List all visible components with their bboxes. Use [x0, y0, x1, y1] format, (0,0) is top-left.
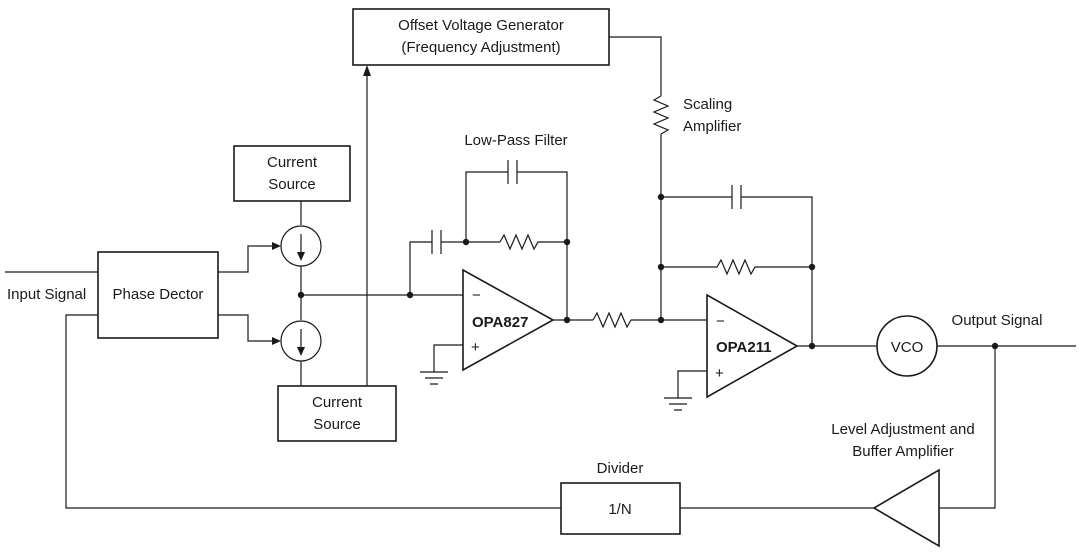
junction-dot — [406, 291, 414, 299]
junction-dot — [808, 263, 816, 271]
lpf-feedback-top-wire — [465, 171, 508, 242]
phase-detector-label: Phase Dector — [113, 286, 204, 303]
divider-to-phase-detector-wire — [65, 314, 561, 509]
lpf-series-capacitor — [431, 230, 442, 254]
junction-dot — [563, 316, 571, 324]
opa827-noninverting-sign: + — [471, 339, 480, 356]
opa827-ground-wire — [433, 344, 463, 372]
junction-dot — [657, 316, 665, 324]
current-source-bottom-line2: Source — [313, 416, 361, 433]
divider-ratio-label: 1/N — [608, 501, 631, 518]
offset-output-wire — [609, 36, 662, 96]
pd-down-wire — [218, 314, 274, 342]
divider-label: Divider — [597, 460, 644, 477]
opa211-feedback-capacitor — [731, 185, 742, 209]
pd-up-wire — [218, 245, 274, 273]
offset-control-arrow — [363, 65, 371, 76]
scaling-label-line2: Amplifier — [683, 118, 741, 135]
opa211-inverting-sign: − — [716, 313, 725, 330]
divider-block: 1/N — [560, 482, 681, 535]
vco-label: VCO — [891, 339, 924, 356]
level-adjust-label-line2: Buffer Amplifier — [852, 443, 953, 460]
current-source-top-line2: Source — [268, 176, 316, 193]
vco-block: VCO — [876, 315, 938, 377]
buffer-amplifier — [872, 468, 940, 548]
junction-dot — [297, 291, 305, 299]
current-source-symbol-bottom — [280, 295, 322, 386]
opa827-label: OPA827 — [472, 314, 528, 331]
opa827-inverting-sign: − — [472, 287, 481, 304]
output-signal-label: Output Signal — [952, 312, 1043, 329]
opa211-noninverting-sign: + — [715, 365, 724, 382]
level-adjust-label-line1: Level Adjustment and — [831, 421, 974, 438]
current-source-symbol-top — [280, 201, 322, 295]
opa211-feedback-resistor — [661, 258, 812, 276]
pd-up-arrow — [272, 242, 281, 250]
offset-generator-label-line2: (Frequency Adjustment) — [401, 39, 560, 56]
junction-dot — [563, 238, 571, 246]
current-source-bottom-line1: Current — [312, 394, 363, 411]
low-pass-filter-label: Low-Pass Filter — [464, 132, 567, 149]
opa211-ground-wire — [677, 370, 707, 398]
lpf-feedback-top-wire-right — [517, 171, 568, 320]
lpf-resistor — [499, 233, 567, 251]
current-source-top-block: Current Source — [233, 145, 351, 202]
current-source-bottom-block: Current Source — [277, 385, 397, 442]
lpf-feedback-capacitor — [507, 160, 518, 184]
offset-voltage-generator-block: Offset Voltage Generator (Frequency Adju… — [352, 8, 610, 66]
ground-symbol — [664, 397, 692, 411]
scaling-resistor — [652, 95, 670, 135]
opa211-opamp: − + OPA211 — [706, 293, 799, 399]
scaling-label-line1: Scaling — [683, 96, 732, 113]
lpf-left-wire — [409, 241, 432, 295]
opa211-feedback-cap-wire-right — [741, 196, 813, 346]
feedback-wire-right — [939, 346, 996, 509]
pd-down-arrow — [272, 337, 281, 345]
offset-generator-label-line1: Offset Voltage Generator — [398, 17, 564, 34]
current-source-top-line1: Current — [267, 154, 318, 171]
junction-dot — [808, 342, 816, 350]
opa211-label: OPA211 — [716, 339, 772, 356]
opa827-opamp: − + OPA827 — [462, 268, 555, 372]
input-signal-label: Input Signal — [7, 286, 86, 303]
ground-symbol — [420, 371, 448, 385]
inter-stage-resistor — [592, 311, 707, 329]
phase-detector-block: Phase Dector — [97, 251, 219, 339]
